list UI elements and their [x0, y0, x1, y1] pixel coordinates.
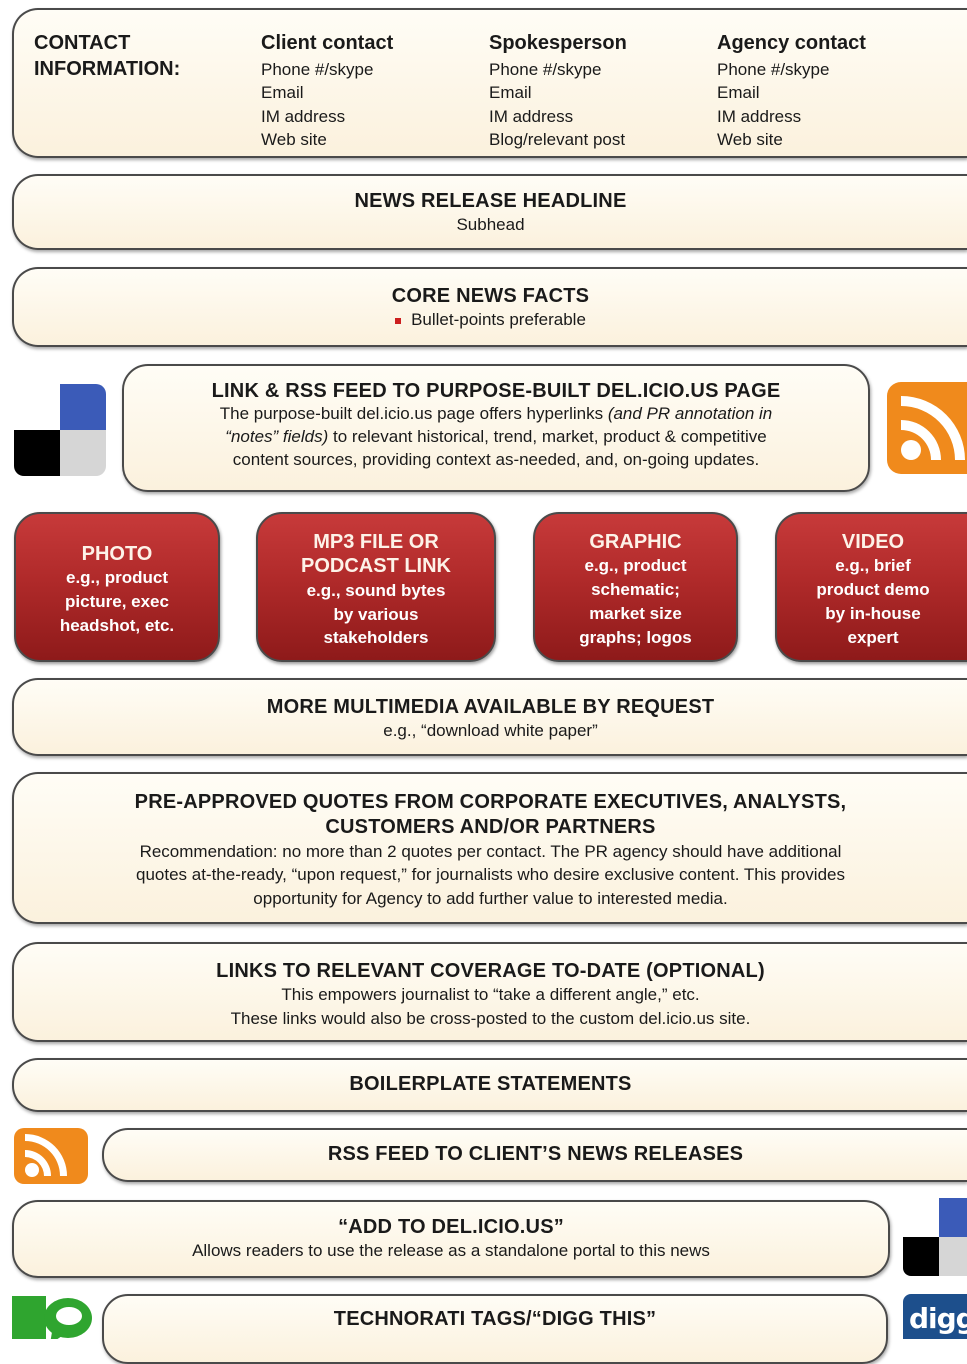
more-multimedia-title: MORE MULTIMEDIA AVAILABLE BY REQUEST [266, 696, 715, 718]
delicious-text-2b: to relevant historical, trend, market, p… [328, 426, 767, 446]
video-desc-line: e.g., brief [835, 556, 911, 576]
agency-contact-line: Web site [717, 129, 783, 149]
quotes-text-line: opportunity for Agency to add further va… [253, 888, 728, 908]
video-desc-line: expert [847, 627, 899, 647]
mp3-title-line: PODCAST LINK [301, 555, 451, 578]
photo-box: PHOTO e.g., product picture, exec headsh… [14, 512, 220, 662]
graphic-desc-line: market size [589, 603, 682, 623]
more-multimedia-box: MORE MULTIMEDIA AVAILABLE BY REQUEST e.g… [12, 678, 967, 756]
coverage-box: LINKS TO RELEVANT COVERAGE TO-DATE (OPTI… [12, 942, 967, 1042]
video-desc-line: by in-house [825, 603, 921, 623]
agency-contact-line: Phone #/skype [717, 59, 830, 79]
add-delicious-sub: Allows readers to use the release as a s… [192, 1241, 710, 1260]
quotes-box: PRE-APPROVED QUOTES FROM CORPORATE EXECU… [12, 772, 967, 924]
client-contact-line: Email [261, 83, 304, 103]
add-delicious-title: “ADD TO DEL.ICIO.US” [338, 1216, 564, 1238]
photo-desc-line: e.g., product [66, 568, 168, 588]
delicious-link-text: The purpose-built del.icio.us page offer… [124, 403, 868, 472]
client-contact-line: Web site [261, 129, 327, 149]
photo-desc-line: headshot, etc. [59, 615, 175, 635]
mp3-title-line: MP3 FILE OR [313, 531, 439, 553]
delicious-logo-icon [903, 1198, 967, 1276]
photo-title: PHOTO [81, 543, 153, 565]
delicious-text-3: content sources, providing context as-ne… [232, 449, 760, 469]
agency-contact-column: Agency contact Phone #/skype Email IM ad… [717, 30, 866, 151]
delicious-link-title: LINK & RSS FEED TO PURPOSE-BUILT DEL.ICI… [211, 380, 781, 402]
rss-feed-icon [14, 1128, 88, 1184]
agency-contact-line: Email [717, 83, 760, 103]
technorati-box: TECHNORATI TAGS/“DIGG THIS” [102, 1294, 888, 1364]
rss-feed-box: RSS FEED TO CLIENT’S NEWS RELEASES [102, 1128, 967, 1182]
more-multimedia-sub: e.g., “download white paper” [383, 721, 598, 740]
mp3-desc-line: e.g., sound bytes [306, 580, 446, 600]
mp3-desc-line: stakeholders [323, 628, 429, 648]
client-contact-line: Phone #/skype [261, 59, 374, 79]
graphic-box: GRAPHIC e.g., product schematic; market … [533, 512, 738, 662]
video-box: VIDEO e.g., brief product demo by in-hou… [775, 512, 967, 662]
agency-contact-line: IM address [717, 106, 802, 126]
add-delicious-box: “ADD TO DEL.ICIO.US” Allows readers to u… [12, 1200, 890, 1278]
spokesperson-title: Spokesperson [489, 32, 627, 54]
graphic-desc-line: graphs; logos [579, 627, 692, 647]
quotes-title-line1: PRE-APPROVED QUOTES FROM CORPORATE EXECU… [134, 791, 847, 813]
quotes-text-line: quotes at-the-ready, “upon request,” for… [135, 865, 845, 885]
digg-logo-text: digg [909, 1302, 967, 1335]
headline-title: NEWS RELEASE HEADLINE [354, 190, 627, 212]
video-desc-line: product demo [816, 580, 930, 600]
spokesperson-line: Email [489, 83, 532, 103]
mp3-podcast-box: MP3 FILE OR PODCAST LINK e.g., sound byt… [256, 512, 496, 662]
photo-desc-line: picture, exec [65, 592, 169, 612]
delicious-text-1a: The purpose-built del.icio.us page offer… [219, 404, 608, 423]
graphic-desc-line: e.g., product [584, 556, 687, 576]
graphic-desc-line: schematic; [591, 580, 680, 600]
contact-info-box: CONTACT INFORMATION: Client contact Phon… [12, 8, 967, 158]
spokesperson-line: Blog/relevant post [489, 129, 626, 149]
coverage-text-line: These links would also be cross-posted t… [230, 1009, 751, 1029]
quotes-text-line: Recommendation: no more than 2 quotes pe… [139, 842, 842, 861]
spokesperson-line: Phone #/skype [489, 59, 602, 79]
client-contact-line: IM address [261, 106, 346, 126]
rss-feed-icon [887, 382, 967, 474]
delicious-text-2a: “notes” fields) [225, 426, 329, 446]
mp3-desc-line: by various [333, 604, 419, 624]
coverage-title: LINKS TO RELEVANT COVERAGE TO-DATE (OPTI… [216, 960, 765, 982]
delicious-text-1b: (and PR annotation in [607, 404, 773, 423]
spokesperson-line: IM address [489, 106, 574, 126]
headline-subhead: Subhead [456, 215, 525, 234]
delicious-link-box: LINK & RSS FEED TO PURPOSE-BUILT DEL.ICI… [122, 364, 870, 492]
technorati-logo-icon [12, 1292, 92, 1339]
coverage-text-line: This empowers journalist to “take a diff… [281, 985, 700, 1004]
client-contact-title: Client contact [261, 32, 394, 54]
core-facts-box: CORE NEWS FACTS Bullet-points preferable [12, 267, 967, 347]
quotes-title-line2: CUSTOMERS AND/OR PARTNERS [325, 816, 656, 838]
boilerplate-box: BOILERPLATE STATEMENTS [12, 1058, 967, 1112]
video-title: VIDEO [841, 531, 905, 553]
graphic-title: GRAPHIC [589, 531, 682, 553]
contact-heading-line1: CONTACT [34, 32, 131, 54]
core-facts-bullet-text: Bullet-points preferable [411, 310, 586, 329]
rss-feed-title: RSS FEED TO CLIENT’S NEWS RELEASES [327, 1143, 744, 1165]
contact-heading-line2: INFORMATION: [34, 58, 181, 80]
boilerplate-title: BOILERPLATE STATEMENTS [349, 1073, 632, 1095]
technorati-title: TECHNORATI TAGS/“DIGG THIS” [333, 1308, 657, 1330]
spokesperson-column: Spokesperson Phone #/skype Email IM addr… [489, 30, 627, 151]
core-facts-title: CORE NEWS FACTS [391, 285, 590, 307]
client-contact-column: Client contact Phone #/skype Email IM ad… [261, 30, 393, 151]
core-facts-bullet: Bullet-points preferable [14, 308, 967, 332]
headline-box: NEWS RELEASE HEADLINE Subhead [12, 174, 967, 250]
agency-contact-title: Agency contact [717, 32, 866, 54]
delicious-logo-icon [14, 384, 106, 476]
bullet-marker [395, 317, 402, 324]
contact-heading: CONTACT INFORMATION: [34, 30, 180, 82]
digg-logo-icon: digg [903, 1294, 967, 1339]
